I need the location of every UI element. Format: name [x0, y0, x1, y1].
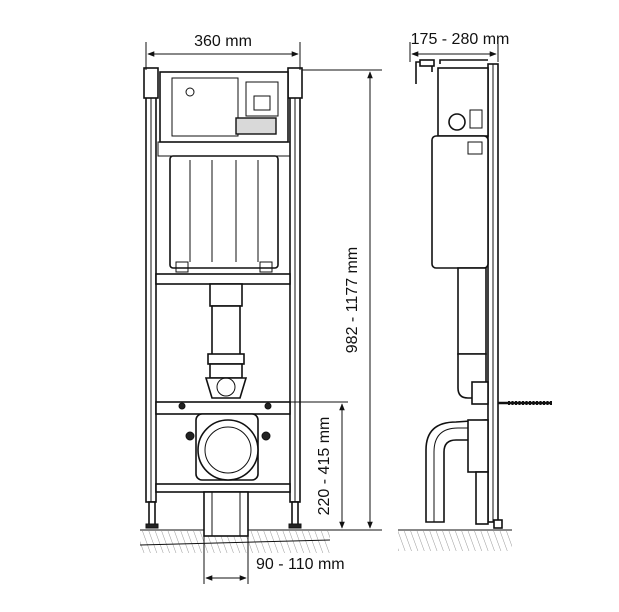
bottom-rail-and-outlet — [155, 483, 291, 537]
flush-pipe — [204, 283, 248, 399]
dim-outlet-offset: 90 - 110 mm — [203, 536, 345, 584]
cistern-body — [169, 155, 279, 273]
dim-depth: 175 - 280 mm — [409, 31, 510, 62]
side-outlet-elbow — [425, 419, 489, 525]
side-view — [398, 59, 552, 551]
dim-height-label: 982 - 1177 mm — [344, 247, 361, 353]
side-flush-pipe — [457, 267, 489, 405]
dim-outlet-height-label: 220 - 415 mm — [316, 417, 333, 516]
dim-height: 982 - 1177 mm — [302, 69, 382, 531]
lower-cross-rail — [155, 401, 291, 415]
dim-depth-label: 175 - 280 mm — [411, 31, 510, 48]
side-top-bracket — [415, 59, 488, 84]
dim-frame-width: 360 mm — [145, 33, 301, 70]
side-floor — [398, 529, 512, 551]
bowl-connector — [185, 413, 271, 481]
upper-cross-rail — [155, 273, 291, 285]
cistern-top — [157, 71, 291, 157]
dim-frame-width-label: 360 mm — [194, 33, 252, 50]
front-view — [139, 67, 331, 553]
side-cistern — [431, 67, 489, 269]
side-frame-upright — [487, 63, 503, 529]
dim-outlet-offset-label: 90 - 110 mm — [256, 556, 345, 573]
dim-outlet-height: 220 - 415 mm — [270, 401, 348, 529]
